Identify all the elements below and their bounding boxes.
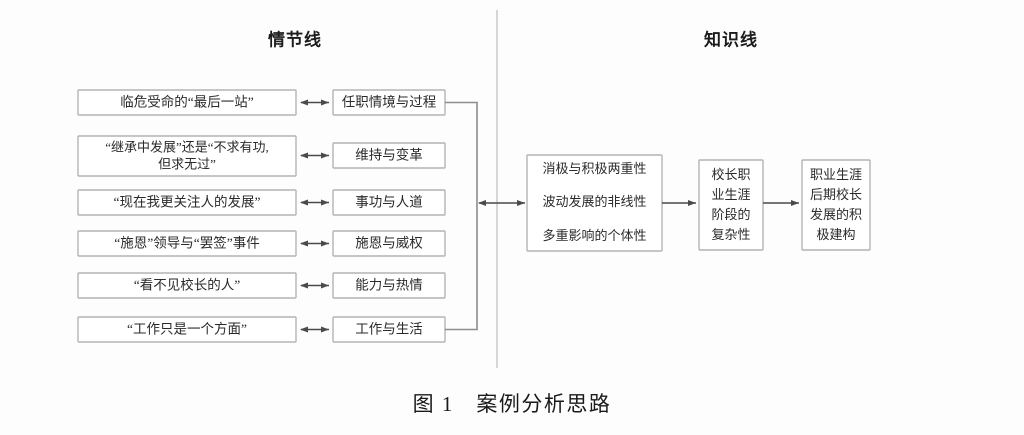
theme-label-3: 事功与人道 [355, 195, 423, 210]
event-box-4[interactable] [77, 230, 297, 257]
theme-label-6: 工作与生活 [355, 322, 423, 337]
event-box-3[interactable] [77, 189, 297, 216]
traits-line-2: 波动发展的非线性 [542, 194, 646, 209]
theme-box-2[interactable] [332, 142, 446, 169]
outcome-line-2: 后期校长 [810, 187, 862, 202]
figure-caption: 图 1 案例分析思路 [413, 392, 612, 416]
traits-line-3: 多重影响的个体性 [542, 228, 646, 243]
theme-aggregation-bracket [445, 101, 478, 331]
event-box-5[interactable] [77, 272, 297, 299]
outcome-line-4: 极建构 [816, 227, 855, 242]
outcome-box[interactable] [801, 159, 871, 251]
stage-line-1: 校长职 [711, 167, 750, 182]
event-label-4: “施恩”领导与“罢签”事件 [114, 235, 259, 251]
theme-label-5: 能力与热情 [355, 278, 423, 293]
theme-label-2: 维持与变革 [355, 148, 423, 163]
traits-line-1: 消极与积极两重性 [542, 161, 646, 176]
event-label-3: “现在我更关注人的发展” [114, 195, 261, 210]
event-label-2-line1: “继承中发展”还是“不求有功, [105, 139, 269, 154]
theme-box-3[interactable] [332, 189, 446, 216]
event-label-1: 临危受命的“最后一站” [120, 94, 253, 110]
outcome-line-3: 发展的积 [810, 207, 862, 222]
theme-label-1: 任职情境与过程 [342, 95, 437, 110]
stage-box[interactable] [698, 159, 764, 251]
event-box-1[interactable] [77, 89, 297, 116]
event-label-2-line2: 但求无过” [158, 156, 216, 171]
event-label-5: “看不见校长的人” [134, 277, 240, 293]
event-label-6: “工作只是一个方面” [127, 322, 247, 337]
theme-box-4[interactable] [332, 230, 446, 257]
lane-heading-story: 情节线 [268, 29, 322, 49]
stage-line-2: 业生涯 [711, 187, 750, 202]
outcome-line-1: 职业生涯 [810, 167, 862, 182]
event-box-6[interactable] [77, 316, 297, 343]
stage-line-3: 阶段的 [711, 207, 750, 222]
lane-heading-knowledge: 知识线 [703, 29, 758, 49]
theme-label-4: 施恩与威权 [355, 235, 423, 251]
stage-line-4: 复杂性 [711, 227, 750, 242]
event-box-2[interactable] [77, 135, 297, 177]
theme-box-5[interactable] [332, 272, 446, 299]
